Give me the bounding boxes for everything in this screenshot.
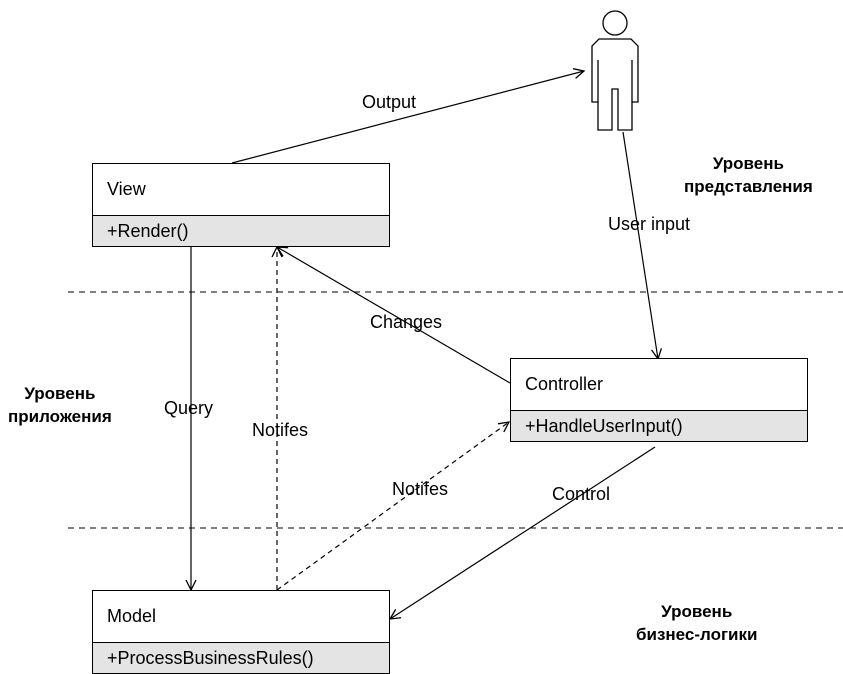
level-business-line-1: Уровень [661,602,733,621]
level-application-label: Уровень приложения [8,382,112,428]
view-class-method: +Render() [93,216,389,246]
query-label: Query [164,398,214,418]
changes-arrow [277,247,511,384]
model-class-method: +ProcessBusinessRules() [93,643,389,673]
level-business-line-2: бизнес-логики [636,625,758,644]
controller-class-method: +HandleUserInput() [511,411,807,441]
level-business-label: Уровень бизнес-логики [636,600,757,646]
notifies-controller-arrow [276,422,509,591]
changes-label: Changes [370,312,443,332]
level-application-line-2: приложения [8,407,112,426]
level-presentation-label: Уровень представления [684,152,813,198]
level-presentation-line-2: представления [684,177,813,196]
level-presentation-line-1: Уровень [712,154,784,173]
view-class-box: View +Render() [92,163,390,247]
level-application-line-1: Уровень [24,384,96,403]
view-class-name: View [93,164,389,216]
notifies-view-label: Notifes [252,420,309,440]
controller-class-box: Controller +HandleUserInput() [510,358,808,442]
user-actor-icon [591,10,639,131]
control-label: Control [552,484,611,504]
output-arrow [231,71,584,164]
notifies-controller-label: Notifes [392,479,449,499]
user-input-arrow [622,131,658,359]
output-label: Output [362,92,417,112]
model-class-box: Model +ProcessBusinessRules() [92,590,390,674]
user-input-label: User input [608,214,691,234]
control-arrow [390,446,656,619]
model-class-name: Model [93,591,389,643]
controller-class-name: Controller [511,359,807,411]
